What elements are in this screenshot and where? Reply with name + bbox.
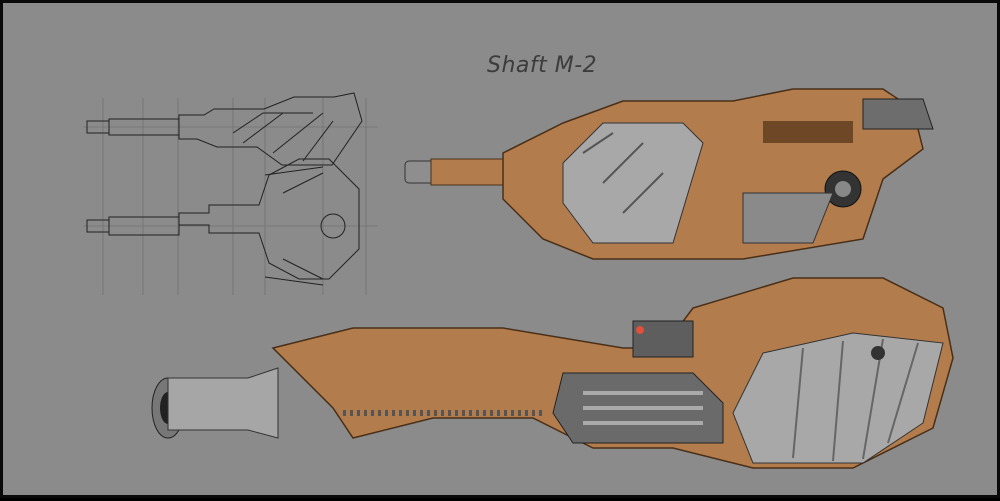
artwork-title: Shaft M-2 xyxy=(487,53,598,78)
turret-perspective-view xyxy=(151,277,954,469)
turret-side-view xyxy=(404,88,934,260)
turret-illustrations xyxy=(83,88,954,469)
blueprint-drawings xyxy=(83,92,378,295)
